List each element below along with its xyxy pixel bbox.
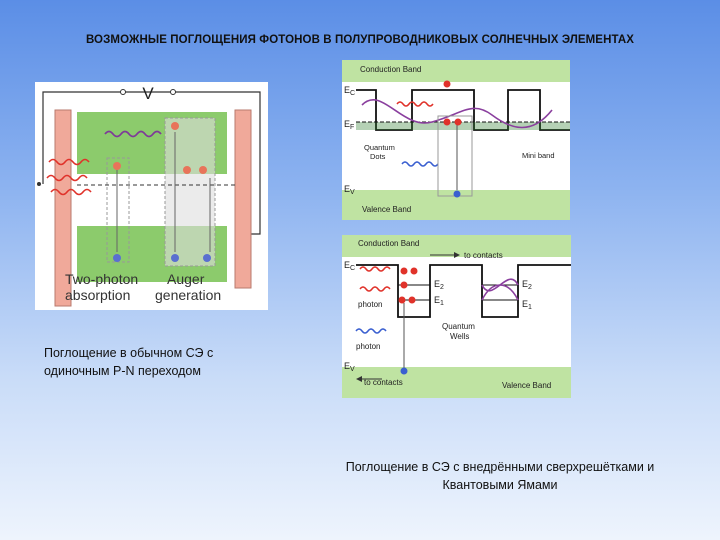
photon-label-2: photon [356, 342, 380, 351]
mini-band [356, 122, 570, 130]
e2-label-left: E2 [434, 279, 444, 291]
caption-right-line1: Поглощение в СЭ с внедрёнными сверхрешёт… [345, 460, 655, 474]
arrowhead-bottom [356, 376, 362, 382]
quantum-wells-diagram: Conduction Band EC EV to contacts E2 E1 … [342, 235, 571, 398]
left-electrode [54, 109, 72, 307]
to-contacts-top-label: to contacts [464, 251, 503, 260]
ec-label: EC [344, 85, 355, 97]
conduction-band-edge [356, 89, 570, 131]
caption-right-line2: Квантовыми Ямами [442, 478, 558, 492]
hole [113, 254, 121, 262]
page-title: ВОЗМОЖНЫЕ ПОГЛОЩЕНИЯ ФОТОНОВ В ПОЛУПРОВО… [85, 34, 635, 46]
quantum-dots-diagram: Conduction Band EC EF EV Quantum Dots Mi… [342, 60, 570, 220]
electron [410, 267, 418, 275]
photon-red-3 [50, 188, 92, 196]
mini-band-label: Mini band [522, 151, 555, 160]
e2-label-right: E2 [522, 279, 532, 291]
photon-purple [104, 130, 162, 138]
ev-label: EV [344, 184, 355, 196]
terminal-left [120, 89, 126, 95]
quantum-wells-label-2: Wells [450, 332, 469, 341]
quantum-dots-label-2: Dots [370, 152, 386, 161]
e1-label-left: E1 [434, 295, 444, 307]
wire-node [37, 182, 41, 186]
electron-top [443, 80, 451, 88]
photon-red-1 [359, 266, 391, 272]
hole [171, 254, 179, 262]
caption-left-line2: одиночным P-N переходом [44, 364, 201, 378]
hole [400, 367, 408, 375]
photon-red [396, 101, 434, 107]
caption-left-line1: Поглощение в обычном СЭ с [44, 346, 214, 360]
electron [443, 118, 451, 126]
quantum-wells-label-1: Quantum [442, 322, 475, 331]
ef-label: EF [344, 119, 354, 131]
electron [400, 281, 408, 289]
two-photon-label-2: absorption [65, 287, 130, 303]
arrowhead-top [454, 252, 460, 258]
electron [454, 118, 462, 126]
hole [203, 254, 211, 262]
quantum-dots-label-1: Quantum [364, 143, 395, 152]
two-photon-box [106, 157, 130, 263]
two-photon-label-1: Two-photon [65, 271, 138, 287]
valence-band-area [342, 367, 571, 398]
auger-box [164, 117, 216, 267]
valence-band-label: Valence Band [362, 205, 411, 214]
caption-right: Поглощение в СЭ с внедрёнными сверхрешёт… [300, 458, 700, 494]
electron [199, 166, 207, 174]
wavefunction-2 [481, 278, 519, 292]
electron [408, 296, 416, 304]
photon-red-2 [359, 286, 391, 292]
valence-band-label: Valence Band [502, 381, 551, 390]
right-electrode [234, 109, 252, 289]
to-contacts-bottom-label: to contacts [364, 378, 403, 387]
photon-red-2 [46, 174, 88, 182]
ev-label: EV [344, 361, 355, 373]
terminal-right [170, 89, 176, 95]
conduction-band-area [342, 60, 570, 82]
photon-blue [401, 161, 439, 167]
auger-label-2: generation [155, 287, 221, 303]
wavefunction-1 [481, 284, 519, 301]
electron [171, 122, 179, 130]
auger-label-1: Auger [167, 271, 205, 287]
electron [398, 296, 406, 304]
quantum-dots-svg: Conduction Band EC EF EV Quantum Dots Mi… [342, 60, 570, 220]
electron [113, 162, 121, 170]
photon-label-1: photon [358, 300, 382, 309]
pn-junction-svg: V Two-photon absorption Auger generation [37, 84, 261, 307]
wavefunction [361, 99, 553, 129]
voltage-label: V [142, 84, 154, 103]
photon-blue [355, 328, 387, 334]
hole [453, 190, 461, 198]
conduction-band-edge [356, 264, 571, 318]
pn-junction-diagram: V Two-photon absorption Auger generation [35, 82, 268, 310]
conduction-band-label: Conduction Band [358, 239, 419, 248]
electron [400, 267, 408, 275]
quantum-wells-svg: Conduction Band EC EV to contacts E2 E1 … [342, 235, 571, 398]
e1-label-right: E1 [522, 299, 532, 311]
ec-label: EC [344, 260, 355, 272]
photon-red-1 [48, 158, 90, 166]
conduction-band-area [342, 235, 571, 257]
caption-left: Поглощение в обычном СЭ с одиночным P-N … [44, 344, 304, 380]
electron [183, 166, 191, 174]
conduction-band-label: Conduction Band [360, 65, 421, 74]
